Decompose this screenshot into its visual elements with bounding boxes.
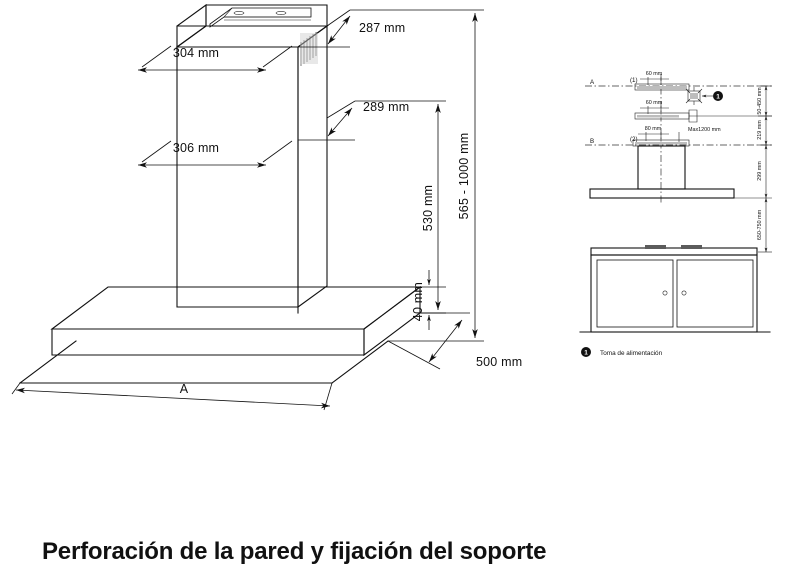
legend-power-supply: 1 Toma de alimentación: [581, 347, 663, 357]
legend-marker-number: 1: [584, 350, 588, 357]
dim-306mm: 306 mm: [138, 140, 293, 168]
ref-callout-1: (1): [630, 77, 638, 84]
dim-530mm-label: 530 mm: [421, 185, 435, 231]
legend-power-supply-label: Toma de alimentación: [600, 350, 663, 357]
power-socket-symbol: [685, 87, 713, 105]
dim-60mm-top-label: 60 mm: [646, 71, 663, 77]
hood-chimney-elevation: [589, 145, 735, 199]
dim-500mm-label: 500 mm: [476, 355, 522, 369]
dim-60mm-middle: 60 mm: [640, 100, 669, 114]
side-elevation-group: A (1) B (2) 60 mm: [579, 71, 772, 357]
bracket-rail-top: [634, 83, 690, 91]
page-title: Perforación de la pared y fijación del s…: [42, 538, 547, 565]
marker-1-number: 1: [716, 94, 720, 101]
dim-500mm: 500 mm: [387, 312, 522, 370]
ref-callout-2: (2): [630, 136, 638, 143]
dim-650-750mm-label: 650-750 mm: [757, 209, 763, 240]
ref-label-a: A: [590, 79, 595, 86]
dim-530mm: 530 mm: [355, 100, 446, 314]
dim-60mm-top: 60 mm: [640, 71, 669, 85]
dim-A-label: A: [180, 382, 189, 396]
dim-287mm-label: 287 mm: [359, 21, 405, 35]
dim-287mm: 287 mm: [298, 9, 405, 48]
dim-60mm-middle-label: 60 mm: [646, 100, 663, 106]
ref-label-b: B: [590, 138, 594, 145]
dim-306mm-label: 306 mm: [173, 141, 219, 155]
dim-A-width: A: [11, 382, 333, 411]
dim-565-1000mm-label: 565 - 1000 mm: [457, 133, 471, 220]
dim-40mm: 40 mm: [411, 270, 446, 330]
dim-289mm-label: 289 mm: [363, 100, 409, 114]
hood-canopy-base: [19, 285, 422, 384]
cabinet-unit: [579, 245, 771, 333]
dim-289mm: 289 mm: [298, 100, 409, 141]
dim-50-450mm-label: 50-450 mm: [757, 87, 763, 115]
dim-304mm-label: 304 mm: [173, 46, 219, 60]
legend-marker-icon: [581, 347, 591, 357]
dim-299mm-label: 299 mm: [757, 161, 763, 181]
bracket-rail-middle: [634, 109, 772, 123]
dim-304mm: 304 mm: [138, 45, 293, 73]
dim-80mm-label: 80 mm: [645, 126, 662, 132]
side-vertical-dims: 50-450 mm 219 mm 299 mm 650-750 mm: [734, 85, 772, 253]
dim-565-1000mm: 565 - 1000 mm: [350, 9, 484, 342]
marker-1-callout: 1: [713, 91, 723, 101]
note-max-1200mm: Max1200 mm: [678, 127, 721, 143]
dim-40mm-label: 40 mm: [411, 282, 425, 321]
dim-80mm: 80 mm: [638, 126, 669, 141]
dim-219mm-label: 219 mm: [757, 120, 763, 140]
vent-grille-icon: [300, 32, 318, 66]
note-max1200-label: Max1200 mm: [688, 127, 721, 133]
